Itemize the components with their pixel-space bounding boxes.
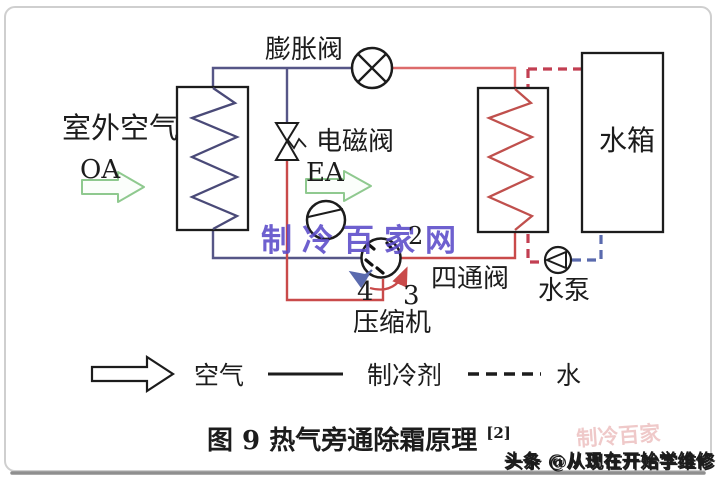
- figure-caption-text: 图 9 热气旁通除霜原理: [207, 425, 477, 456]
- ea-air-arrow-icon: [305, 170, 372, 202]
- legend-water-label: 水: [556, 361, 581, 390]
- evaporator-box: [175, 85, 250, 232]
- evaporator-coil: [188, 87, 240, 231]
- label-ea: EA: [306, 158, 345, 188]
- figure-caption-reference: [2]: [486, 424, 511, 442]
- watermark-center: 制冷百家网: [261, 223, 466, 259]
- label-oa: OA: [80, 155, 121, 185]
- label-port-3: 3: [403, 281, 420, 311]
- cold-water-dashed-pump-to-tank: [572, 234, 603, 262]
- evaporator: [175, 85, 250, 232]
- label-port-2: 2: [408, 222, 423, 250]
- label-water-pump: 水泵: [538, 276, 590, 306]
- condenser-box: [476, 86, 550, 234]
- compressor-icon: [305, 199, 347, 241]
- label-outdoor-air: 室外空气: [62, 111, 178, 145]
- refrigerant-suction-lines: [211, 66, 361, 260]
- water-pump-icon: [543, 245, 573, 275]
- label-port-4: 4: [357, 277, 374, 307]
- oa-air-arrow-icon: [81, 171, 145, 203]
- pipe-evaporator-to-expansion-valve: [211, 66, 352, 88]
- flow-arrow-port4-icon: [348, 269, 373, 289]
- watermark-credit: 头条 @从现在开始学维修: [504, 450, 715, 472]
- label-compressor: 压缩机: [353, 308, 431, 338]
- four-way-valve-icon: [360, 237, 402, 279]
- condenser-coil: [485, 88, 535, 231]
- watermark-corner-faint: 制冷百家: [576, 420, 663, 451]
- label-four-way-valve: 四通阀: [431, 264, 509, 294]
- condenser: [476, 86, 550, 234]
- legend-refrigerant-label: 制冷剂: [367, 361, 442, 390]
- pipe-evaporator-to-four-way-valve: [211, 230, 361, 260]
- legend-air-label: 空气: [194, 361, 244, 390]
- water-tank-box: [580, 51, 665, 234]
- pipe-condenser-to-four-way-valve: [401, 231, 517, 260]
- legend: 空气 制冷剂 水: [90, 354, 581, 394]
- label-solenoid-valve: 电磁阀: [316, 127, 394, 157]
- expansion-valve-icon: [350, 46, 394, 90]
- label-expansion-valve: 膨胀阀: [265, 35, 343, 65]
- flow-arrow-port3-icon: [369, 266, 408, 291]
- legend-air-arrow-icon: [90, 354, 176, 394]
- label-water-tank: 水箱: [599, 124, 655, 157]
- watermark-credit-emboss: 头条 @从现在开始学维修: [506, 452, 716, 474]
- solenoid-valve-icon: [274, 122, 307, 161]
- figure-caption: 图 9 热气旁通除霜原理 [2]: [207, 424, 511, 456]
- pipe-expansion-valve-to-condenser: [392, 66, 517, 89]
